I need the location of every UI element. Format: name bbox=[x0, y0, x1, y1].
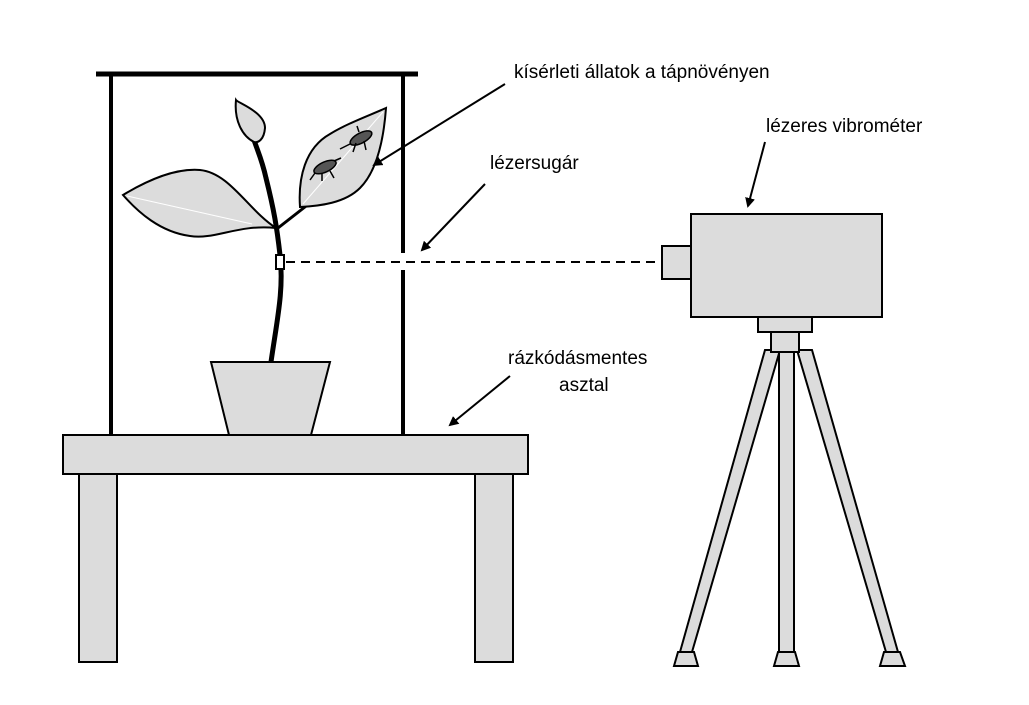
insect-upper bbox=[339, 125, 373, 153]
plant-pot bbox=[209, 361, 332, 436]
arrow-animals bbox=[372, 83, 506, 167]
leaf-top bbox=[234, 97, 267, 144]
vibrometer-body bbox=[690, 213, 883, 318]
tripod-foot-right bbox=[878, 651, 907, 667]
laser-target-marker bbox=[275, 254, 285, 270]
tripod-leg-center bbox=[778, 351, 795, 653]
tripod-leg-right bbox=[795, 349, 900, 653]
vibrometer-lens bbox=[661, 245, 692, 280]
leaf-right-vein bbox=[302, 111, 384, 205]
label-experimental-animals: kísérleti állatok a tápnövényen bbox=[514, 62, 770, 83]
tripod-collar bbox=[770, 331, 800, 353]
label-laser-beam: lézersugár bbox=[490, 153, 579, 174]
plant-stem bbox=[251, 139, 284, 363]
tripod bbox=[672, 316, 907, 667]
leaf-left-vein bbox=[126, 195, 253, 225]
cage-frame bbox=[96, 71, 418, 435]
label-laser-vibrometer: lézeres vibrométer bbox=[766, 116, 923, 137]
laser-vibrometer bbox=[661, 213, 883, 318]
tripod-foot-center bbox=[772, 651, 801, 667]
table-leg-right bbox=[474, 473, 514, 663]
insect-lower bbox=[309, 157, 342, 181]
table-leg-left bbox=[78, 473, 118, 663]
tripod-head bbox=[757, 316, 813, 333]
label-table-line1: rázkódásmentes bbox=[508, 348, 647, 369]
vibration-free-table bbox=[62, 434, 529, 663]
label-table-line2: asztal bbox=[559, 375, 609, 396]
arrow-laser bbox=[420, 183, 486, 252]
experimental-insects bbox=[309, 125, 373, 181]
tripod-foot-left bbox=[672, 651, 700, 667]
leaf-left bbox=[121, 168, 277, 238]
table-top bbox=[62, 434, 529, 475]
arrow-table bbox=[448, 375, 511, 427]
tripod-leg-left bbox=[678, 349, 782, 653]
arrow-vibrometer bbox=[745, 141, 766, 208]
host-plant bbox=[121, 97, 388, 363]
